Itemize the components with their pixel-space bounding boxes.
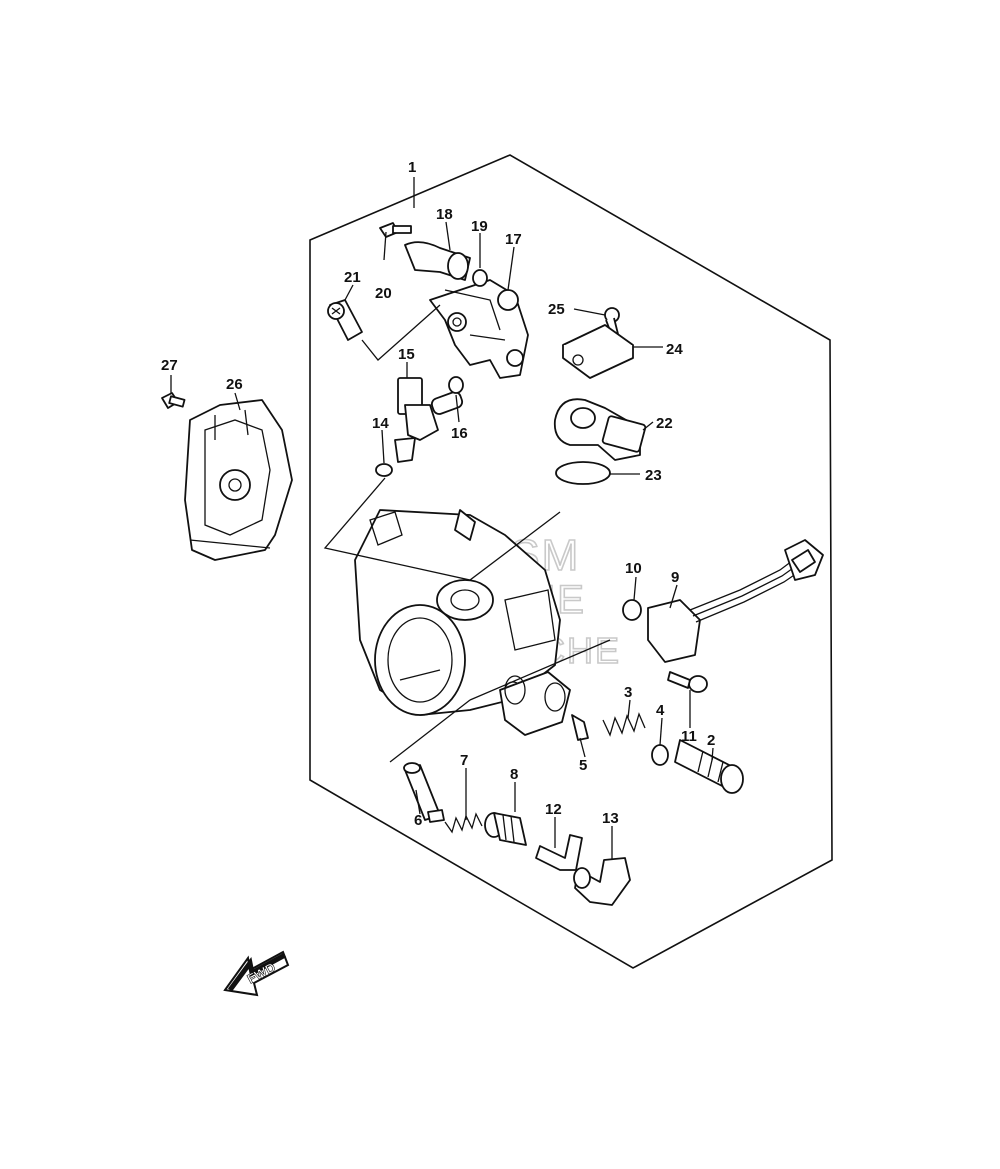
- callout-19: 19: [471, 218, 488, 235]
- part-26-cover: [184, 399, 293, 561]
- callout-9: 9: [671, 569, 679, 586]
- callout-17: 17: [505, 231, 522, 248]
- callout-26: 26: [226, 376, 243, 393]
- callout-23: 23: [645, 467, 662, 484]
- part-27-screw: [161, 392, 186, 409]
- part-3-spring: [602, 712, 646, 737]
- callout-25: 25: [548, 301, 565, 318]
- leader-body-idle: [389, 639, 611, 763]
- callout-11: 11: [681, 728, 697, 745]
- part-5-screw: [571, 714, 589, 741]
- leader-injector-body: [323, 477, 561, 581]
- callout-20: 20: [375, 285, 392, 302]
- assembly-outline: [309, 154, 833, 969]
- part-21-pin: [327, 299, 363, 341]
- part-19-oring: [472, 269, 488, 287]
- callout-13: 13: [602, 810, 619, 827]
- callout-16: 16: [451, 425, 468, 442]
- throttle-body: [354, 509, 561, 716]
- part-22-sensor: [553, 398, 647, 461]
- part-17-18-delivery-pipe: [404, 241, 529, 379]
- callout-leaders: [170, 177, 714, 860]
- part-14-oring: [375, 463, 393, 477]
- callout-labels: 1 2 3 4 5 6 7 8 9 10 11 12 13 14 15 16 1…: [161, 159, 715, 829]
- part-16-oring: [448, 376, 464, 394]
- callout-27: 27: [161, 357, 178, 374]
- part-7-spring: [444, 812, 483, 834]
- callout-3: 3: [624, 684, 632, 701]
- callout-15: 15: [398, 346, 415, 363]
- part-6-jet: [403, 762, 445, 823]
- callout-21: 21: [344, 269, 361, 286]
- idle-air-housing: [499, 671, 571, 736]
- callout-5: 5: [579, 757, 587, 774]
- part-8-fitting: [484, 812, 527, 846]
- callout-14: 14: [372, 415, 389, 432]
- part-24-bracket: [562, 324, 634, 379]
- fwd-arrow-icon: FWD: [223, 950, 290, 997]
- part-11-bolt: [667, 671, 708, 693]
- part-4-oring: [651, 744, 669, 766]
- part-20-screw: [379, 222, 412, 238]
- part-15-injector: [394, 377, 464, 463]
- leader-21-20: [361, 304, 441, 361]
- part-23-gasket: [555, 461, 611, 485]
- part-2-screw: [674, 739, 744, 794]
- callout-18: 18: [436, 206, 453, 223]
- part-9-sensor: [647, 539, 824, 663]
- callout-8: 8: [510, 766, 518, 783]
- callout-12: 12: [545, 801, 562, 818]
- part-10-oring: [622, 599, 642, 621]
- callout-2: 2: [707, 732, 715, 749]
- callout-22: 22: [656, 415, 673, 432]
- callout-7: 7: [460, 752, 468, 769]
- part-12-hose: [535, 834, 583, 871]
- callout-1: 1: [408, 159, 416, 176]
- callout-4: 4: [656, 702, 665, 719]
- callout-10: 10: [625, 560, 642, 577]
- callout-6: 6: [414, 812, 422, 829]
- callout-24: 24: [666, 341, 683, 358]
- part-13-elbow: [573, 857, 631, 906]
